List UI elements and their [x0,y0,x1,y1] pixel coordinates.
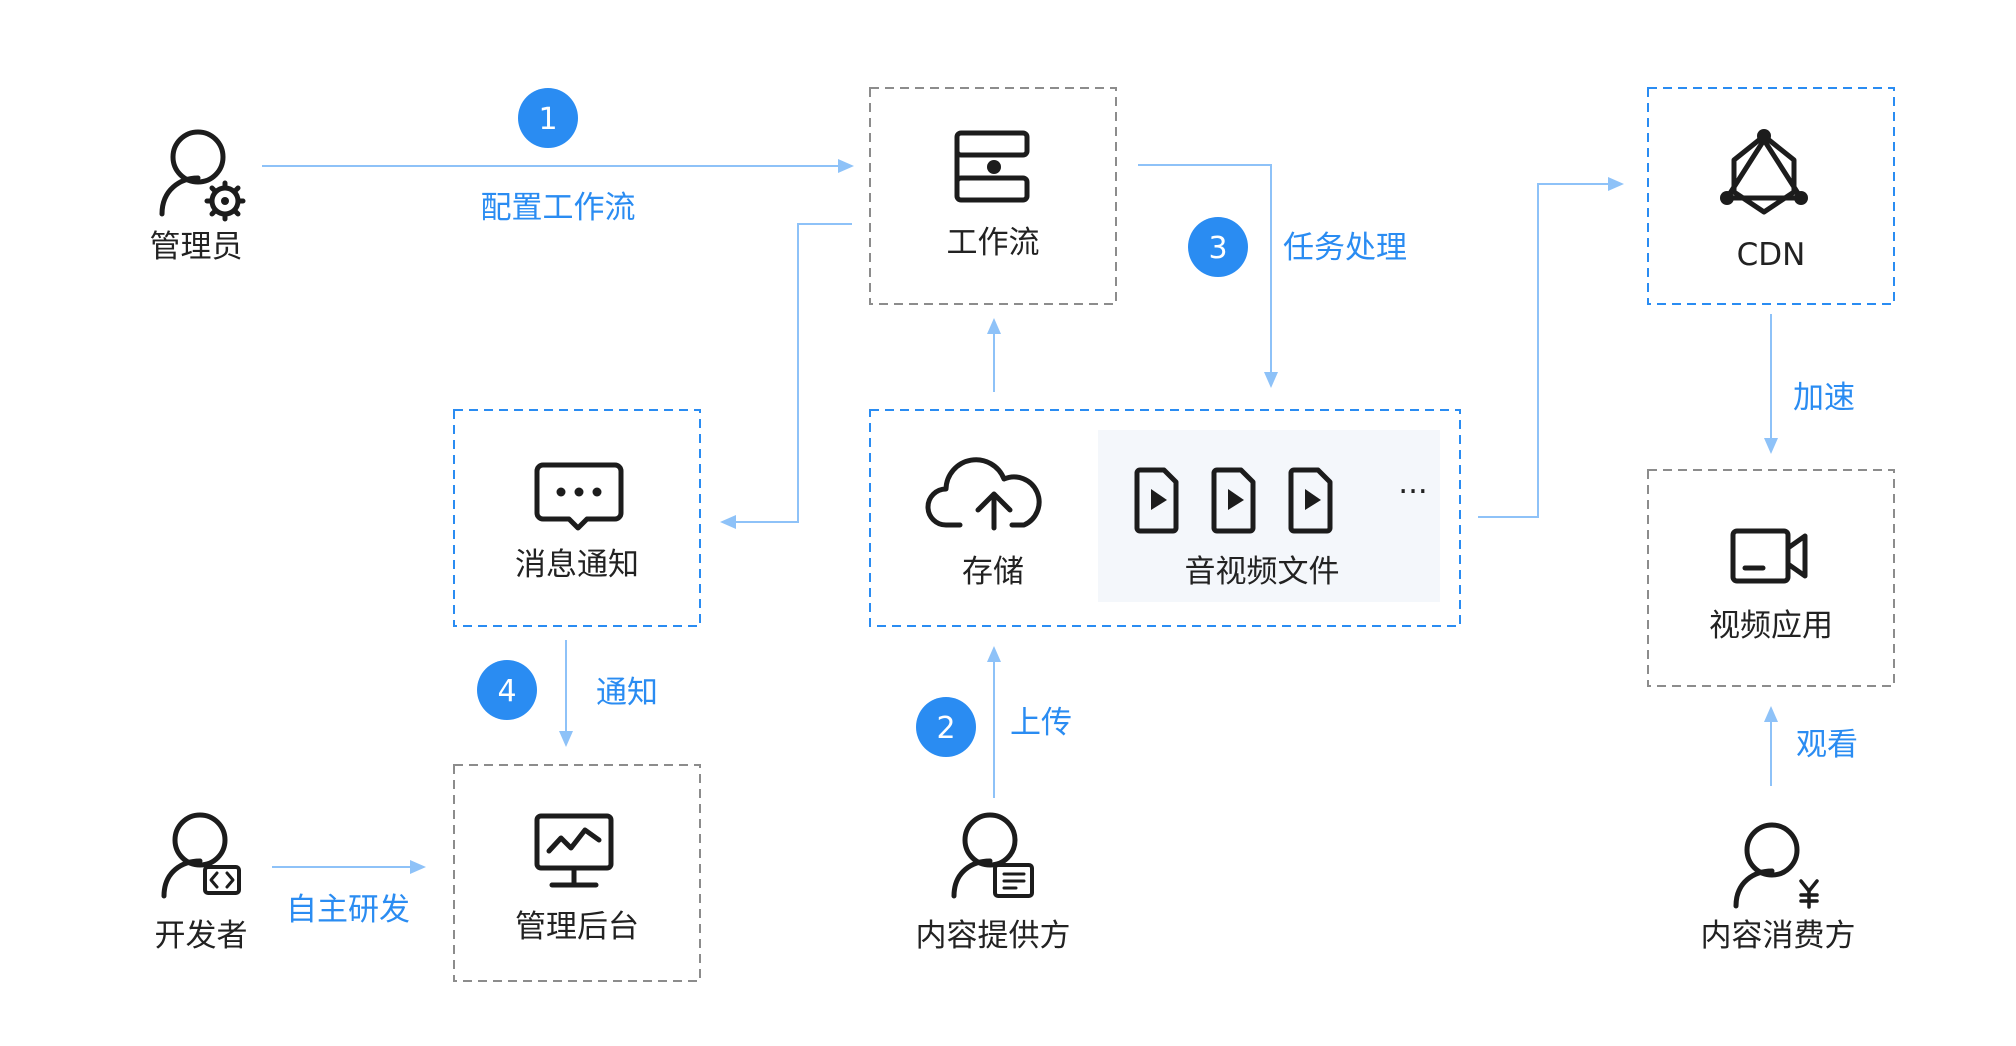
cloud-upload-icon [925,457,1042,531]
storage-box [869,409,1461,627]
step-badge-4: 4 [477,660,537,720]
user-code-icon [161,812,241,899]
node-label-admin: 管理员 [150,229,243,265]
node-label-content-provider: 内容提供方 [916,918,1071,954]
monitor-chart-icon [534,813,614,888]
node-label-cdn: CDN [1737,237,1806,273]
more-files-ellipsis: ··· [1398,474,1428,510]
svg-text:3: 3 [1208,231,1227,266]
user-yen-icon [1733,822,1819,909]
edge-storage-to-workflow [987,318,1001,392]
cdn-triangle-icon [1720,129,1808,215]
node-label-message: 消息通知 [515,547,639,583]
svg-text:2: 2 [936,711,955,746]
node-label-video-app: 视频应用 [1709,608,1833,644]
edge-self-develop [272,860,426,874]
node-label-content-consumer: 内容消费方 [1701,918,1856,954]
svg-text:4: 4 [497,674,516,709]
user-gear-icon [159,129,246,222]
video-file-icon [1134,467,1179,534]
step-badge-2: 2 [916,697,976,757]
label-configure-workflow: 配置工作流 [481,190,636,226]
step-badge-1: 1 [518,88,578,148]
label-self-develop: 自主研发 [286,892,410,928]
label-upload: 上传 [1010,705,1072,741]
edge-task-processing [1138,164,1278,388]
edge-accelerate [1764,314,1778,454]
edge-storage-to-cdn [1478,177,1624,518]
node-label-storage: 存储 [962,554,1024,590]
edge-upload [987,646,1001,798]
message-box [453,409,701,627]
video-camera-icon [1730,528,1808,584]
edge-configure-workflow [262,159,854,173]
label-task-processing: 任务处理 [1283,230,1407,266]
label-watch: 观看 [1796,727,1858,763]
node-label-media-files: 音视频文件 [1185,554,1340,590]
workflow-icon [954,130,1030,203]
edge-notify [559,640,573,747]
label-accelerate: 加速 [1793,380,1855,416]
video-file-icon [1211,467,1256,534]
cdn-box [1647,87,1895,305]
node-label-console: 管理后台 [515,909,639,945]
edge-watch [1764,706,1778,786]
media-files-panel [1098,430,1440,602]
edge-workflow-to-message [720,223,852,529]
workflow-box [869,87,1117,305]
video-file-icon [1288,467,1333,534]
console-box [453,764,701,982]
user-document-icon [951,812,1034,899]
node-label-developer: 开发者 [155,918,248,954]
node-label-workflow: 工作流 [947,225,1040,261]
svg-text:1: 1 [538,102,557,137]
label-notify: 通知 [596,675,658,711]
video-app-box [1647,469,1895,687]
step-badge-3: 3 [1188,217,1248,277]
chat-bubble-icon [534,462,624,531]
